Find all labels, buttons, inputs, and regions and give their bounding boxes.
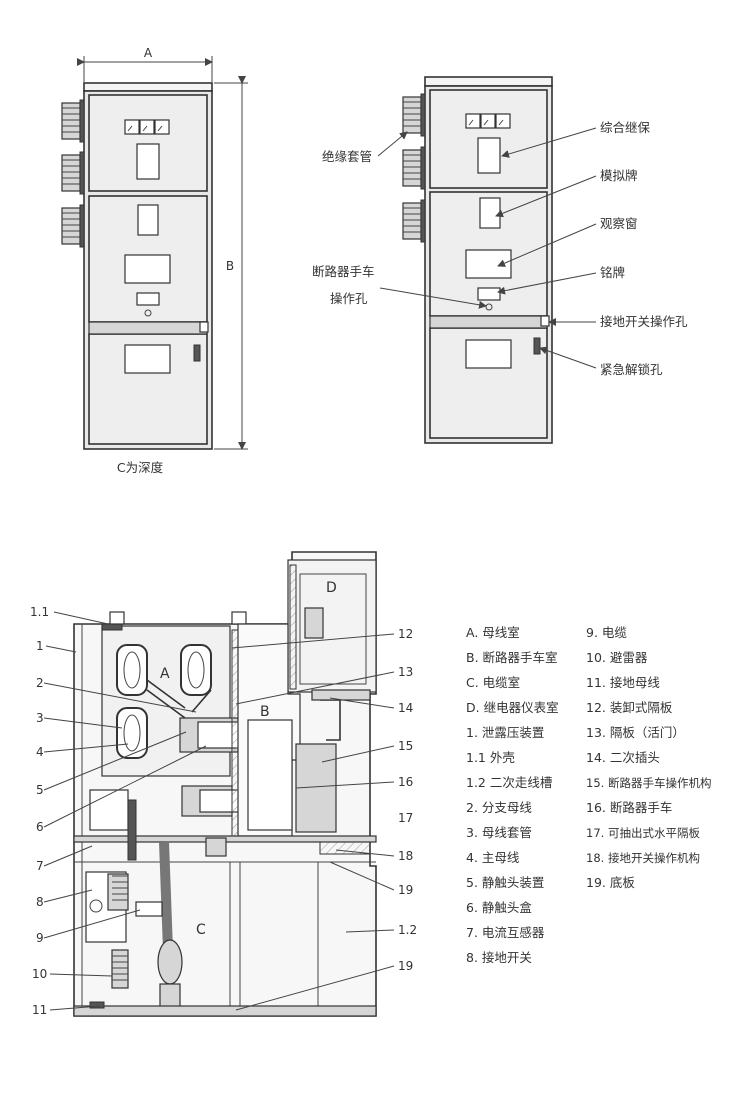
callout-1-1: 1.1: [30, 605, 49, 619]
legend-item: 19. 底板: [586, 875, 635, 890]
compartment-d: D: [326, 580, 337, 596]
legend-item: 4. 主母线: [466, 850, 520, 865]
label-breaker-hole-2: 操作孔: [330, 291, 368, 306]
legend-item: A. 母线室: [466, 625, 520, 640]
legend-item: 6. 静触头盒: [466, 900, 532, 915]
callout-9: 9: [36, 931, 44, 945]
callout-8: 8: [36, 895, 44, 909]
depth-note: C为深度: [117, 460, 164, 475]
labeled-front-view: [402, 76, 553, 444]
callout-17: 17: [398, 811, 413, 825]
legend-item: 14. 二次插头: [586, 750, 660, 765]
label-window: 观察窗: [600, 216, 638, 231]
callout-2: 2: [36, 676, 44, 690]
legend-item: B. 断路器手车室: [466, 650, 558, 665]
legend-item: 17. 可抽出式水平隔板: [586, 826, 700, 840]
label-breaker-hole-1: 断路器手车: [312, 264, 375, 279]
callout-15: 15: [398, 739, 413, 753]
legend-item: 1.2 二次走线槽: [466, 775, 552, 790]
callout-18: 18: [398, 849, 413, 863]
dimension-b-label: B: [226, 259, 234, 273]
legend-item: 1. 泄露压装置: [466, 725, 544, 740]
callout-11: 11: [32, 1003, 47, 1017]
callout-1-2: 1.2: [398, 923, 417, 937]
label-bushing: 绝缘套管: [322, 149, 372, 164]
callout-16: 16: [398, 775, 413, 789]
section-view: [73, 551, 377, 1017]
legend-item: D. 继电器仪表室: [466, 700, 559, 715]
legend-item: 18. 接地开关操作机构: [586, 851, 700, 865]
bushing-icons: [61, 99, 85, 248]
legend-item: 9. 电缆: [586, 625, 627, 640]
compartment-b: B: [260, 704, 270, 720]
compartment-c: C: [196, 922, 206, 938]
callout-3: 3: [36, 711, 44, 725]
callout-12: 12: [398, 627, 413, 641]
label-unlock-hole: 紧急解锁孔: [600, 362, 663, 377]
callout-1: 1: [36, 639, 44, 653]
label-nameplate: 铭牌: [600, 265, 625, 280]
callout-13: 13: [398, 665, 413, 679]
callout-4: 4: [36, 745, 44, 759]
label-relay: 综合继保: [600, 120, 651, 135]
legend-item: 12. 装卸式隔板: [586, 700, 673, 715]
compartment-a: A: [160, 666, 170, 682]
callout-10: 10: [32, 967, 47, 981]
leader-lines-top: [377, 127, 597, 369]
callout-19-a: 19: [398, 883, 413, 897]
callout-7: 7: [36, 859, 44, 873]
legend-item: 5. 静触头装置: [466, 875, 544, 890]
legend-item: 16. 断路器手车: [586, 800, 672, 815]
left-leaders: [43, 611, 207, 1011]
label-mimic: 模拟牌: [600, 168, 638, 183]
callout-5: 5: [36, 783, 44, 797]
legend-item: 1.1 外壳: [466, 750, 515, 765]
callout-6: 6: [36, 820, 44, 834]
legend-item: 2. 分支母线: [466, 800, 532, 815]
legend: A. 母线室 B. 断路器手车室 C. 电缆室 D. 继电器仪表室 1. 泄露压…: [466, 625, 711, 965]
legend-item: 8. 接地开关: [466, 950, 532, 965]
legend-item: 15. 断路器手车操作机构: [586, 776, 711, 790]
dimension-a-label: A: [144, 46, 153, 60]
legend-item: 11. 接地母线: [586, 675, 660, 690]
legend-item: 3. 母线套管: [466, 825, 532, 840]
legend-item: 13. 隔板（活门）: [586, 725, 685, 740]
callout-19-b: 19: [398, 959, 413, 973]
callout-14: 14: [398, 701, 413, 715]
front-view-cabinet: A B C为深度: [61, 46, 248, 475]
legend-item: 7. 电流互感器: [466, 925, 545, 940]
label-earth-switch-hole: 接地开关操作孔: [600, 314, 688, 329]
right-leaders: [231, 633, 395, 1011]
legend-item: 10. 避雷器: [586, 650, 648, 665]
legend-item: C. 电缆室: [466, 675, 520, 690]
meter-icons: [124, 119, 170, 135]
